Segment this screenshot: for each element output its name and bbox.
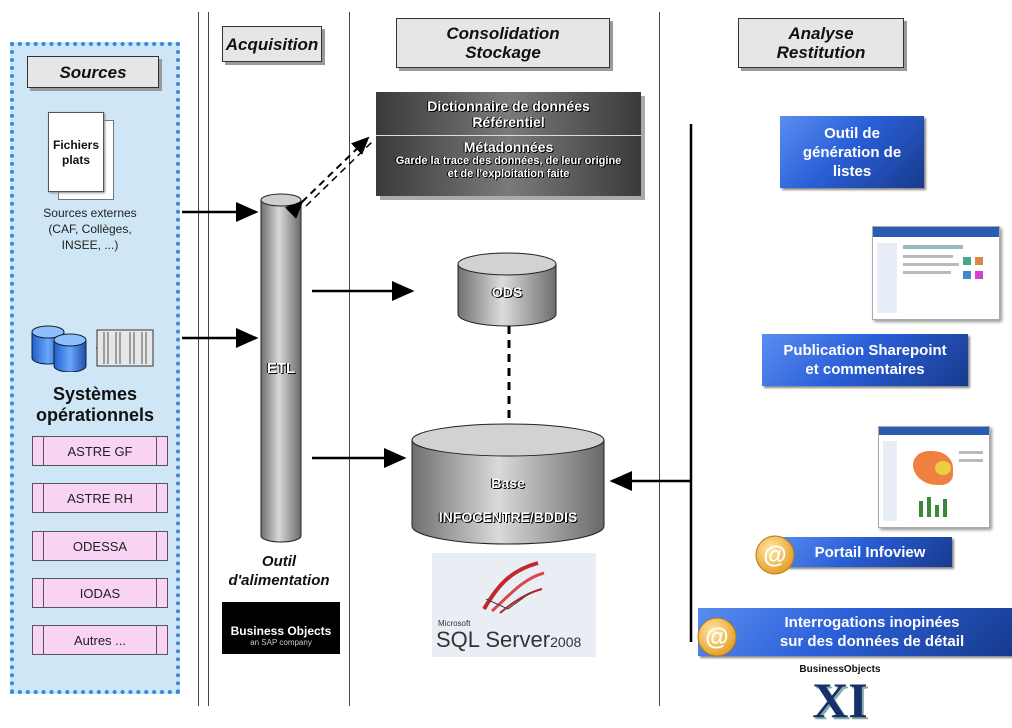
outil-line-1: Outil xyxy=(261,553,297,570)
meta-title: Métadonnées xyxy=(463,139,554,155)
operational-systems-line-2: opérationnels xyxy=(35,405,155,425)
system-label: ODESSA xyxy=(72,538,128,554)
meta-line-2: et de l'exploitation faite xyxy=(447,168,570,180)
base-label: Base INFOCENTRE/BDDIS xyxy=(410,466,606,534)
sql-server-wordmark: SQL Server2008 xyxy=(436,627,581,653)
publication-sharepoint-box: Publication Sharepoint et commentaires xyxy=(762,334,968,386)
portail-infoview-box: Portail Infoview xyxy=(772,537,952,567)
header-consolidation: Consolidation Stockage xyxy=(396,18,610,68)
bo-xi-text: XI xyxy=(812,672,868,728)
header-sources: Sources xyxy=(27,56,159,88)
flat-files-label-2: plats xyxy=(61,153,90,167)
flat-files-label-1: Fichiers xyxy=(52,138,100,152)
header-sources-label: Sources xyxy=(59,62,127,82)
system-label: IODAS xyxy=(79,585,121,601)
interrogations-line-1: Interrogations inopinées xyxy=(784,614,960,631)
businessobjects-xi-logo: BusinessObjects XI xyxy=(770,664,910,727)
interrogations-line-2: sur des données de détail xyxy=(779,633,965,650)
sharepoint-screenshot-thumbnail xyxy=(872,226,1000,320)
data-dictionary-box: Dictionnaire de données Référentiel Méta… xyxy=(376,92,641,196)
header-analyse-line-2: Restitution xyxy=(776,43,866,62)
portail-infoview-label: Portail Infoview xyxy=(814,543,926,561)
header-analyse-line-1: Analyse xyxy=(788,24,854,43)
bo-xi-brand: BusinessObjects xyxy=(799,664,881,675)
system-box-odessa: ODESSA xyxy=(32,531,168,561)
base-line-2: INFOCENTRE/BDDIS xyxy=(438,509,578,525)
sql-year-text: 2008 xyxy=(550,634,582,650)
publication-line-2: et commentaires xyxy=(805,361,925,378)
outil-generation-line-3: listes xyxy=(832,162,872,180)
infoview-dashboard-thumbnail xyxy=(878,426,990,528)
header-acquisition-label: Acquisition xyxy=(225,34,319,54)
dict-line-1: Dictionnaire de données xyxy=(427,98,590,114)
external-sources-label: Sources externes (CAF, Collèges, INSEE, … xyxy=(30,205,150,253)
outil-line-2: d'alimentation xyxy=(228,572,330,589)
dashed-etl-dictionary xyxy=(284,136,370,219)
ods-label: ODS xyxy=(491,284,523,300)
separator-3 xyxy=(349,12,350,706)
at-sign-icon-2: @ xyxy=(697,617,737,657)
sql-server-logo: Microsoft SQL Server2008 xyxy=(432,553,596,657)
server-rack-icon xyxy=(96,329,154,367)
bo-logo-subtext: an SAP company xyxy=(250,638,312,647)
system-box-astre-gf: ASTRE GF xyxy=(32,436,168,466)
sql-server-text: SQL Server xyxy=(436,627,551,652)
system-box-autres: Autres ... xyxy=(32,625,168,655)
etl-label: ETL xyxy=(266,360,296,377)
external-sources-line-1: Sources externes xyxy=(43,206,137,220)
base-cylinder xyxy=(411,423,605,545)
separator-4 xyxy=(659,12,660,706)
system-label: ASTRE GF xyxy=(67,443,133,459)
external-sources-line-2: (CAF, Collèges, xyxy=(48,222,132,236)
header-consolidation-line-1: Consolidation xyxy=(446,24,560,43)
flat-files-icon: Fichiers plats xyxy=(48,112,114,200)
separator-1 xyxy=(198,12,199,706)
dict-line-2: Référentiel xyxy=(472,114,545,130)
etl-cylinder xyxy=(260,193,302,543)
system-box-iodas: IODAS xyxy=(32,578,168,608)
database-icon xyxy=(31,325,87,372)
svg-text:@: @ xyxy=(763,542,786,569)
outil-generation-line-2: génération de xyxy=(802,143,902,161)
system-label: ASTRE RH xyxy=(67,490,133,506)
sql-server-swirl-icon xyxy=(482,561,545,614)
header-acquisition: Acquisition xyxy=(222,26,322,62)
operational-systems-title: Systèmes opérationnels xyxy=(12,384,178,426)
separator-2 xyxy=(208,12,209,706)
header-analyse: Analyse Restitution xyxy=(738,18,904,68)
base-line-1: Base xyxy=(491,475,525,491)
external-sources-line-3: INSEE, ...) xyxy=(61,238,119,252)
svg-text:@: @ xyxy=(705,624,728,651)
publication-line-1: Publication Sharepoint xyxy=(783,342,947,359)
system-box-astre-rh: ASTRE RH xyxy=(32,483,168,513)
system-label: Autres ... xyxy=(73,632,127,648)
at-sign-icon: @ xyxy=(755,535,795,575)
operational-systems-line-1: Systèmes xyxy=(52,384,138,404)
bo-logo-text: Business Objects xyxy=(230,624,332,638)
business-objects-logo: Business Objects an SAP company xyxy=(222,602,340,654)
outil-alimentation-label: Outil d'alimentation xyxy=(210,552,348,590)
sql-microsoft-text: Microsoft xyxy=(438,619,471,628)
outil-generation-line-1: Outil de xyxy=(824,124,880,142)
header-consolidation-line-2: Stockage xyxy=(465,43,541,62)
ods-cylinder xyxy=(457,252,557,327)
meta-line-1: Garde la trace des données, de leur orig… xyxy=(395,155,622,167)
outil-generation-listes-box: Outil de génération de listes xyxy=(780,116,924,188)
interrogations-box: Interrogations inopinées sur des données… xyxy=(698,608,1012,656)
